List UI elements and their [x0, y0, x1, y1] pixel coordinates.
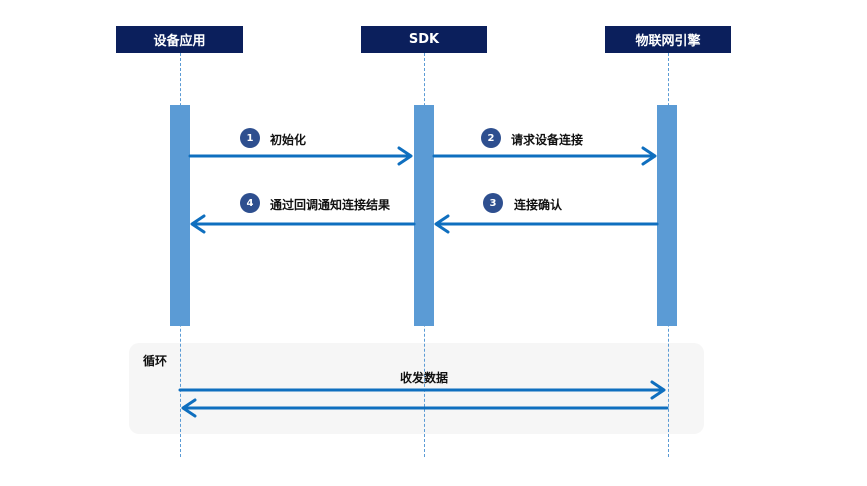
- step-badge-2: 2: [481, 128, 501, 148]
- activation-bar-device-app: [170, 105, 190, 326]
- arrowhead-callback-result: [190, 214, 206, 234]
- arrowhead-loop-receive: [181, 398, 197, 418]
- step-badge-4: 4: [240, 193, 260, 213]
- arrowhead-connect-request: [641, 146, 657, 166]
- message-label-init: 初始化: [270, 133, 307, 147]
- step-badge-1: 1: [240, 128, 260, 148]
- step-badge-3: 3: [483, 193, 503, 213]
- arrowhead-connect-confirm: [434, 214, 450, 234]
- arrowhead-init: [397, 146, 413, 166]
- message-label-connect-request: 请求设备连接: [511, 133, 584, 147]
- message-label-connect-confirm: 连接确认: [514, 198, 563, 212]
- activation-bar-sdk: [414, 105, 434, 326]
- activation-bar-iot-engine: [657, 105, 677, 326]
- message-label-callback-result: 通过回调通知连接结果: [270, 198, 391, 212]
- loop-label: 循环: [143, 354, 168, 368]
- participant-iot-engine: 物联网引擎: [605, 26, 731, 53]
- arrowhead-loop-send: [650, 380, 666, 400]
- participant-device-app: 设备应用: [116, 26, 243, 53]
- participant-sdk: SDK: [361, 26, 487, 53]
- message-label-send-receive-data: 收发数据: [400, 371, 449, 385]
